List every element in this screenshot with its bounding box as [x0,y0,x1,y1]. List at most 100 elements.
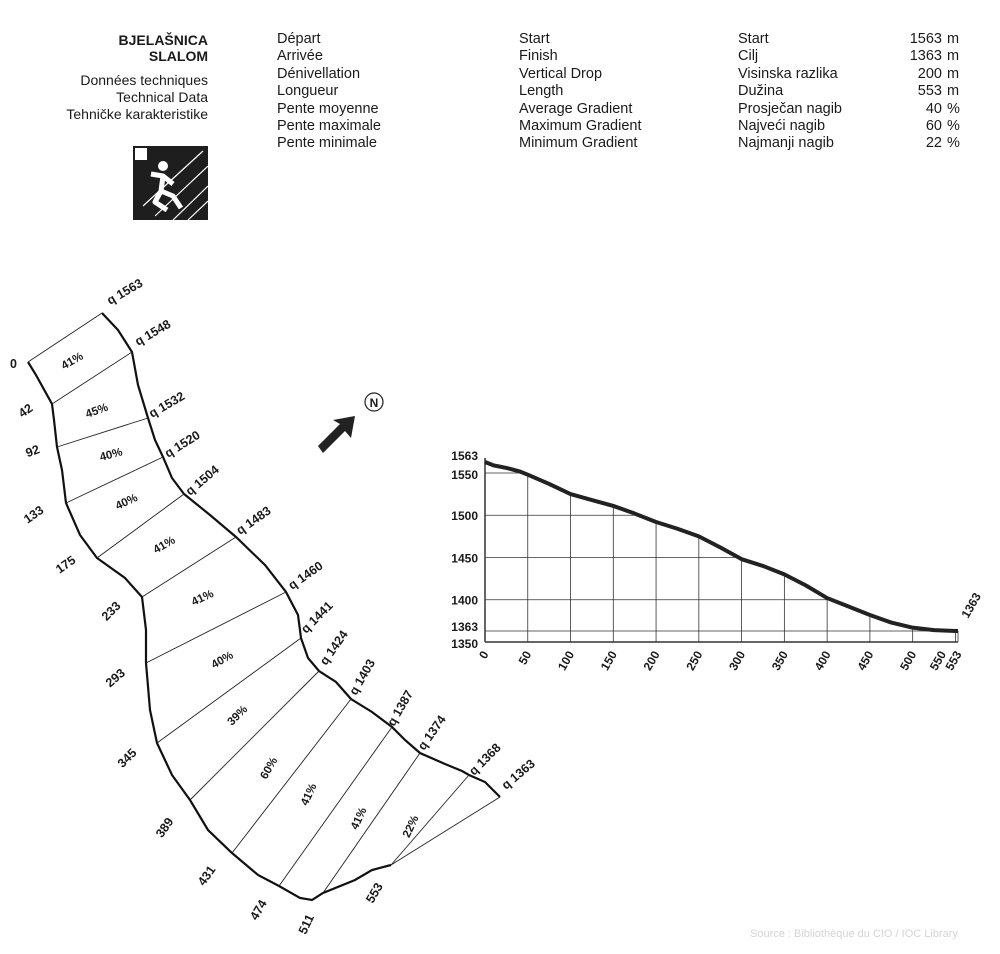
tech-value: 60 [925,118,942,134]
y-tick-label: 1500 [451,509,478,523]
tech-unit: % [947,118,960,134]
distance-marker: 474 [247,897,270,922]
tech-hr: Start [738,31,769,47]
distance-marker: 293 [103,666,128,690]
tech-en: Length [519,83,564,100]
tech-fr: Pente minimale [277,135,377,152]
north-label: N [370,396,379,410]
y-tick-label: 1350 [451,637,478,651]
elevation-marker: q 1363 [499,757,538,793]
tech-en: Finish [519,48,558,65]
tech-fr: Dénivellation [277,65,361,82]
course-right-edge [101,312,501,798]
tech-unit: m [947,83,960,100]
distance-marker: 175 [53,553,78,576]
tech-value: 1363 [909,48,942,65]
tech-data-row: Départ Start Start 1563 m [0,31,1000,48]
x-tick-label: 500 [897,648,919,673]
y-tick-label: 1363 [451,620,478,634]
section-gradient: 40% [210,649,236,671]
tech-en: Start [519,31,550,47]
tech-hr: Visinska razlika [738,65,838,82]
tech-fr: Pente moyenne [277,100,379,117]
source-watermark: Source : Bibliothèque du CIO / IOC Libra… [750,928,958,940]
tech-unit: m [947,31,960,47]
elevation-marker: q 1460 [286,559,326,593]
subtitle-hr: Tehničke karakteristike [66,106,208,122]
section-gradient: 41% [299,782,320,808]
elevation-marker: q 1483 [234,504,274,538]
subtitle-fr: Données techniques [80,72,208,88]
section-line [156,637,302,744]
tech-value: 553 [917,83,942,100]
tech-unit: m [947,65,960,82]
section-line [145,591,287,664]
elevation-marker: q 1403 [346,657,378,698]
section-gradient: 40% [99,446,124,464]
tech-hr: Najmanji nagib [738,135,834,152]
tech-unit: m [947,48,960,65]
section-line [27,312,103,363]
elevation-marker: q 1520 [162,428,202,461]
subtitle-en: Technical Data [116,89,208,105]
section-line [322,752,421,894]
section-line [56,417,149,448]
y-tick-label: 1550 [451,468,478,482]
tech-data-row: Dénivellation Vertical Drop Visinska razli… [0,66,1000,83]
x-tick-label: 200 [641,648,663,673]
tech-value: 1563 [909,31,942,47]
x-tick-label: 100 [555,648,577,673]
tech-unit: % [947,100,960,117]
x-tick-label: 350 [769,648,791,673]
section-line [51,351,133,405]
elevation-marker: q 1374 [415,713,449,753]
north-arrow-icon [318,416,355,453]
tech-en: Average Gradient [519,100,633,117]
tech-value: 40 [925,100,942,117]
distance-marker: 389 [153,815,176,840]
tech-value: 200 [917,65,942,82]
section-line [390,774,470,866]
tech-en: Maximum Gradient [519,118,642,134]
section-gradient: 60% [258,756,280,782]
profile-line [484,460,958,634]
tech-data-row: Longueur Length Dužina 553 m [0,83,1000,100]
course-left-edge [27,361,392,902]
section-line [231,698,352,854]
tech-en: Minimum Gradient [519,135,638,152]
section-gradient: 22% [401,814,422,840]
tech-fr: Arrivée [277,48,323,65]
section-line [65,456,164,504]
section-gradient: 41% [60,350,86,372]
event-title: SLALOM [148,48,208,64]
tech-hr: Dužina [738,83,784,100]
y-tick-label: 1400 [451,594,478,608]
y-tick-label: 1450 [451,551,478,565]
venue-title: BJELAŠNICA [118,32,208,48]
section-gradient: 39% [225,703,250,728]
elevation-marker: q 1548 [133,317,174,349]
elevation-marker: q 1424 [317,628,351,668]
distance-marker: 133 [21,503,46,526]
section-gradient: 41% [190,588,216,609]
section-line [278,726,393,887]
section-gradient: 40% [114,492,140,513]
x-tick-label: 50 [516,648,535,667]
distance-marker: 0 [10,357,17,371]
tech-value: 22 [925,135,942,152]
distance-marker: 92 [24,442,42,460]
north-circle-icon [364,392,384,412]
x-tick-label: 250 [683,648,705,673]
tech-fr: Départ [277,31,321,47]
tech-en: Vertical Drop [519,65,603,82]
x-tick-label: 150 [598,648,620,673]
x-tick-label: 0 [476,648,492,661]
distance-marker: 553 [363,880,386,905]
tech-fr: Longueur [277,83,339,100]
elevation-marker: q 1532 [147,389,188,421]
elevation-marker: q 1504 [183,463,222,499]
elevation-marker: q 1563 [105,276,146,308]
